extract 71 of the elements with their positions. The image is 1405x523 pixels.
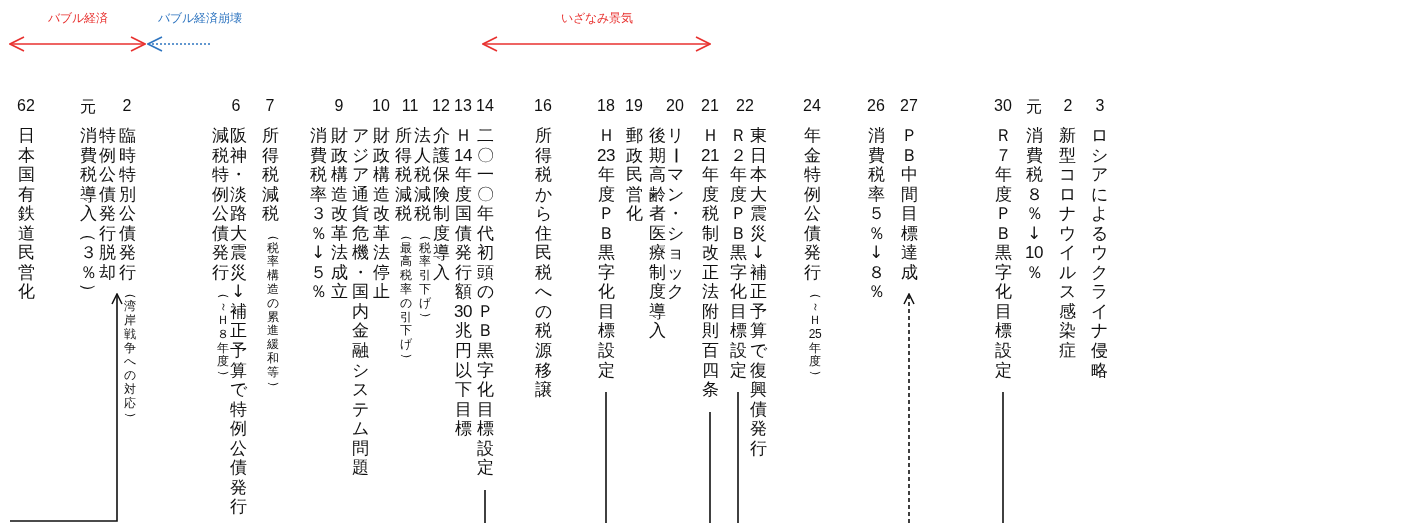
event-text: リーマン・ショック	[666, 126, 684, 302]
year-label: 7	[264, 97, 276, 115]
event-text: 日本国有鉄道民営化	[17, 126, 35, 302]
event-note: （～Ｈ８年度）	[217, 286, 229, 383]
event-text: 特例公債発行脱却	[98, 126, 116, 283]
event-text: 財政構造改革法停止	[372, 126, 390, 302]
period-label: いざなみ景気	[561, 10, 633, 27]
year-label: 10	[371, 97, 391, 115]
event-text: ＰＢ中間目標達成	[900, 126, 918, 283]
event-text: Ｒ２年度ＰＢ黒字化目標設定	[729, 126, 747, 381]
event-note: （～Ｈ25年度）	[809, 286, 821, 383]
event-text: 所得税減税	[261, 126, 279, 224]
year-label: 62	[16, 97, 36, 115]
event-text: 後期高齢者医療制度導入	[648, 126, 666, 341]
arrow	[903, 293, 915, 523]
year-label: 元	[1025, 97, 1043, 117]
event-text: 郵政民営化	[625, 126, 643, 224]
event-text: 所得税減税	[394, 126, 412, 224]
event-text: Ｒ７年度ＰＢ黒字化目標設定	[994, 126, 1012, 381]
event-text: 消費税導入（３％）	[79, 126, 97, 302]
event-text: アジア通貨危機・国内金融システム問題	[351, 126, 369, 478]
event-text: Ｈ14年度国債発行額30兆円以下目標	[454, 126, 472, 439]
event-text: 消費税率５％↓８％	[867, 126, 885, 302]
event-note: （湾岸戦争への対応）	[124, 286, 136, 425]
year-label: 27	[899, 97, 919, 115]
event-text: Ｈ23年度ＰＢ黒字化目標設定	[597, 126, 615, 381]
year-label: 3	[1094, 97, 1106, 115]
year-label: 22	[735, 97, 755, 115]
event-text: 減税特例公債発行	[211, 126, 229, 283]
event-text: 介護保険制度導入	[432, 126, 450, 283]
marker-line	[605, 391, 607, 523]
event-text: 消費税８％↓10％	[1025, 126, 1043, 283]
event-text: 法人税減税	[413, 126, 431, 224]
year-label: 6	[230, 97, 242, 115]
marker-line	[737, 391, 739, 523]
year-label: 21	[700, 97, 720, 115]
event-text: 東日本大震災↓補正予算で復興債発行	[749, 126, 767, 459]
event-text: 財政構造改革法成立	[330, 126, 348, 302]
year-label: 18	[596, 97, 616, 115]
year-label: 30	[993, 97, 1013, 115]
year-label: 26	[866, 97, 886, 115]
event-text: ロシアによるウクライナ侵略	[1090, 126, 1108, 381]
year-label: 元	[79, 97, 97, 117]
period-label: バブル経済崩壊	[158, 10, 242, 27]
event-text: 臨時特別公債発行	[118, 126, 136, 283]
event-text: 年金特例公債発行	[803, 126, 821, 283]
event-note: （税率引下げ）	[419, 227, 431, 325]
marker-line	[484, 489, 486, 523]
marker-line	[709, 411, 711, 523]
event-text: 所得税から住民税への税源移譲	[534, 126, 552, 400]
year-label: 24	[802, 97, 822, 115]
year-label: 20	[665, 97, 685, 115]
year-label: 14	[475, 97, 495, 115]
year-label: 13	[453, 97, 473, 115]
year-label: 2	[121, 97, 133, 115]
event-text: 阪神・淡路大震災↓補正予算で特例公債発行	[229, 126, 247, 517]
period-label: バブル経済	[48, 10, 108, 27]
year-label: 12	[431, 97, 451, 115]
event-text: 新型コロナウイルス感染症	[1058, 126, 1076, 361]
event-note: （税率構造の累進緩和等）	[267, 227, 279, 394]
year-label: 16	[533, 97, 553, 115]
year-label: 19	[624, 97, 644, 115]
event-text: Ｈ21年度税制改正法附則百四条	[701, 126, 719, 400]
event-text: 二〇一〇年代初頭のＰＢ黒字化目標設定	[476, 126, 494, 478]
event-text: 消費税率３％↓５％	[309, 126, 327, 302]
year-label: 9	[333, 97, 345, 115]
arrow	[9, 293, 123, 522]
event-note: （最高税率の引下げ）	[400, 227, 412, 366]
year-label: 2	[1062, 97, 1074, 115]
marker-line	[1002, 391, 1004, 523]
year-label: 11	[400, 97, 420, 115]
